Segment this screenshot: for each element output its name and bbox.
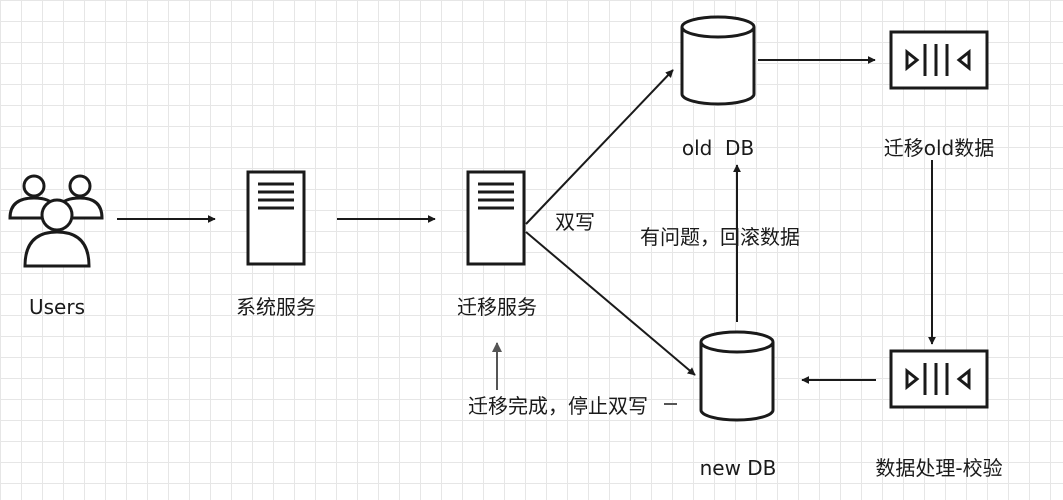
migrate-old-data-label: 迁移old数据: [883, 136, 995, 160]
process-verify-queue-icon: [889, 349, 989, 409]
process-verify-label: 数据处理-校验: [875, 456, 1003, 480]
migration-done-label: 迁移完成，停止双写: [468, 394, 648, 418]
new-db-label: new DB: [699, 456, 777, 480]
new-db-database-icon: [699, 330, 775, 422]
arrow-migration-to-old-db: [525, 69, 674, 225]
migration-service-label: 迁移服务: [457, 295, 537, 319]
users-label: Users: [28, 295, 86, 319]
dual-write-label: 双写: [555, 210, 595, 234]
rollback-label: 有问题，回滚数据: [640, 225, 800, 249]
system-service-label: 系统服务: [236, 295, 316, 319]
arrow-migration-to-new-db: [525, 231, 696, 376]
migrate-old-data-queue-icon: [889, 30, 989, 90]
system-service-server-icon: [246, 170, 306, 266]
old-db-database-icon: [680, 15, 756, 106]
migration-service-server-icon: [466, 170, 526, 266]
old-db-label: old DB: [681, 136, 755, 160]
users-icon: [8, 174, 104, 268]
